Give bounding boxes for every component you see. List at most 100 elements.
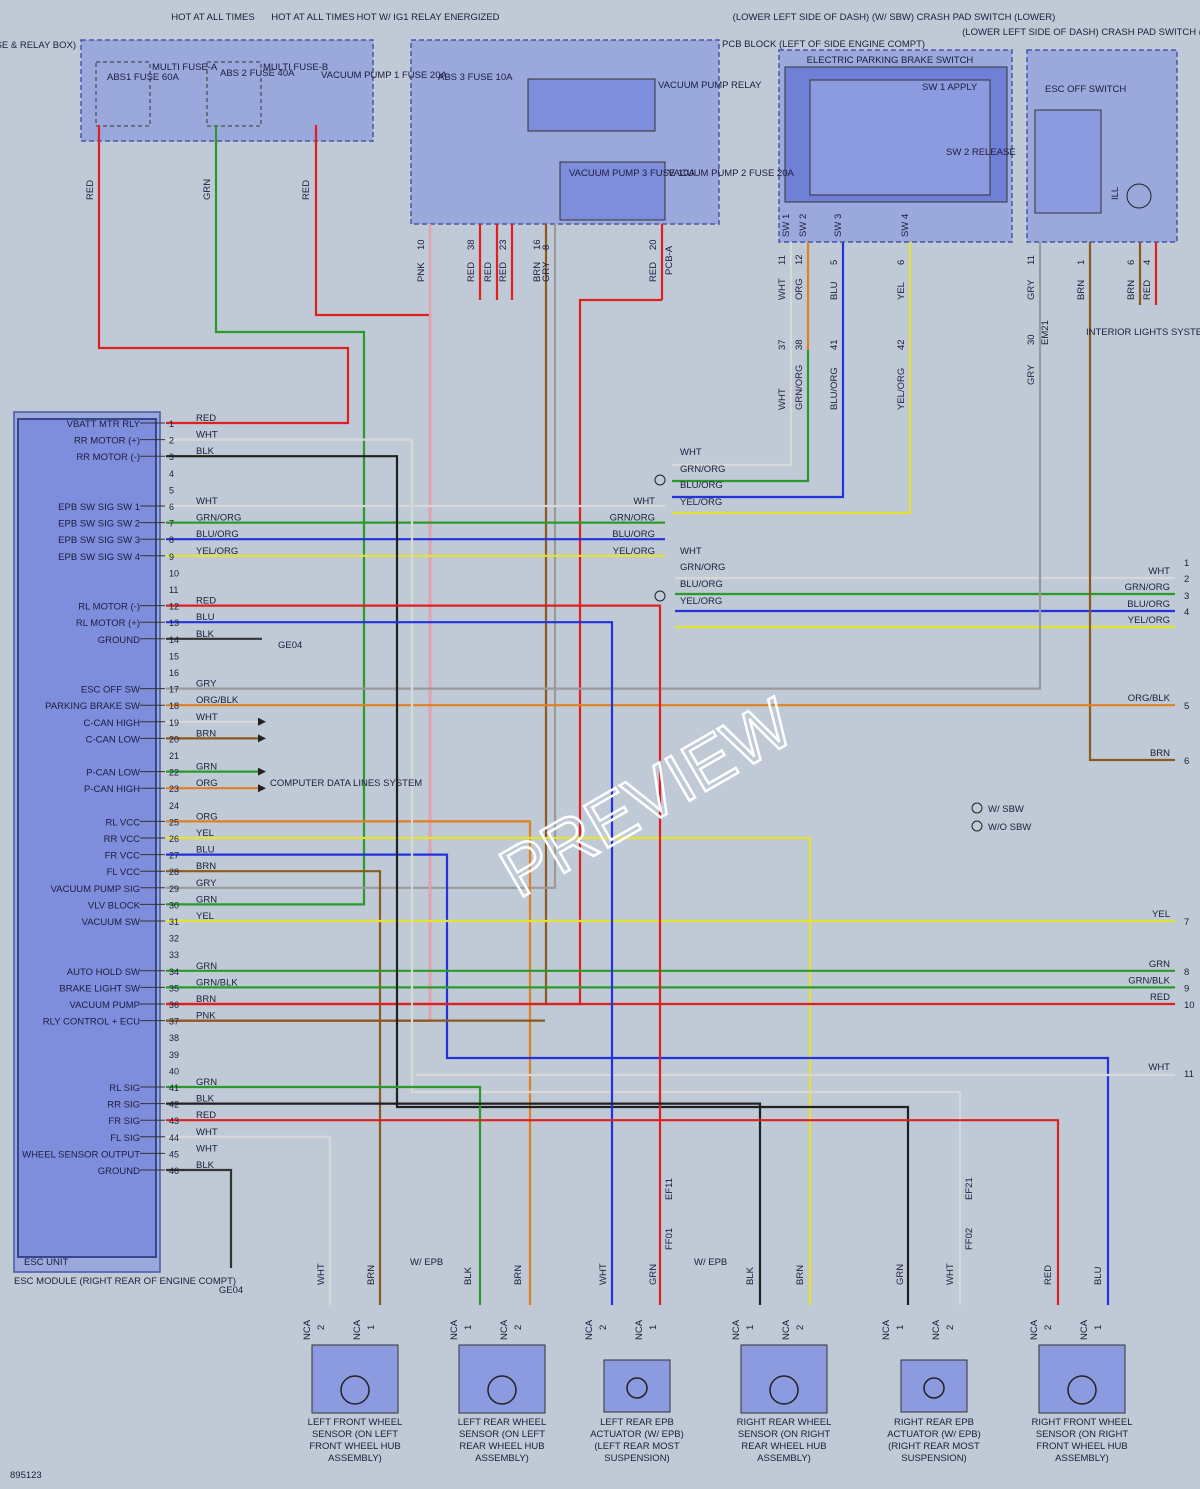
esc-pin-label-46: GROUND xyxy=(98,1166,140,1177)
esc-pin-label-25: RL VCC xyxy=(106,817,141,828)
wire-pcb-gry-29 xyxy=(166,300,557,889)
motor-icon-4 xyxy=(923,1377,945,1399)
esc-pin-label-44: FL SIG xyxy=(110,1133,140,1144)
er-block-label: E/R JUNCTION BLOCK (IN ENGINE ROOM FUSE … xyxy=(0,40,76,51)
esc-pin-wire-36: BRN xyxy=(196,994,216,1005)
escoff-pin-num-3: 4 xyxy=(1142,260,1153,265)
escoff-connector: EM21 xyxy=(1040,320,1051,345)
pcb-pin-wire-6: RED xyxy=(648,262,659,282)
legend-marker-1 xyxy=(971,802,983,814)
pcb-pin-num-1: 38 xyxy=(466,239,477,250)
wire-epb-sw2 xyxy=(672,350,810,483)
component-box-3 xyxy=(740,1344,828,1414)
component-pin-4-1: 2 xyxy=(945,1325,956,1330)
abs3-fuse-label: ABS 3 FUSE 10A xyxy=(438,72,513,83)
wire-fr-sig xyxy=(166,1119,1060,1305)
fuse-vacuum-pump-1: VACUUM PUMP 1 FUSE 20A xyxy=(321,70,447,81)
sw2-release-label: SW 2 RELEASE xyxy=(946,147,1016,158)
component-wire-2-0: WHT xyxy=(598,1263,609,1285)
wire-pcb-red-35 xyxy=(166,298,662,1006)
group-2-marker xyxy=(654,590,666,602)
multi-fuse-b-box xyxy=(206,61,262,127)
esc-pin-num-17: 17 xyxy=(169,685,179,695)
esc-pin-wire-14: BLK xyxy=(196,629,215,640)
can-arrow-22 xyxy=(258,767,266,776)
esc-pin-wire-7: GRN/ORG xyxy=(196,513,241,524)
wire-epb-sw3 xyxy=(672,350,845,499)
component-wire-1-1: BRN xyxy=(513,1265,524,1285)
vacuum-pump-fuse-box xyxy=(559,161,666,221)
esc-pin-wire-12: RED xyxy=(196,596,216,607)
esc-pin-num-10: 10 xyxy=(169,568,179,578)
right-out-num-7: 7 xyxy=(1184,917,1189,928)
epb-sig-right-label-1: GRN/ORG xyxy=(610,513,655,524)
right-out-wire-10: RED xyxy=(1150,992,1170,1003)
epb-lower-wire-0: WHT xyxy=(777,388,788,410)
component-nca-4-0: NCA xyxy=(881,1319,892,1340)
epb-terminal-0: SW 1 xyxy=(781,214,792,237)
esc-pin-num-14: 14 xyxy=(169,635,179,645)
wire-abs1-red xyxy=(97,125,350,425)
group1-wire-2: BLU/ORG xyxy=(680,480,723,491)
component-pin-4-0: 1 xyxy=(895,1325,906,1330)
wire-fl-vcc xyxy=(166,870,382,1305)
wire-rl-vcc xyxy=(166,820,532,1305)
right-out-num-9: 9 xyxy=(1184,983,1189,994)
epb-pin-wire-2: BLU xyxy=(829,281,840,300)
esc-pin-num-18: 18 xyxy=(169,701,179,711)
esc-pin-num-33: 33 xyxy=(169,950,179,960)
pcb-pin-num-6: 20 xyxy=(648,239,659,250)
epb-pin-wire-3: YEL xyxy=(896,282,907,300)
component-box-1 xyxy=(458,1344,546,1414)
right-out-wire-9: GRN/BLK xyxy=(1128,975,1170,986)
component-box-5 xyxy=(1038,1344,1126,1414)
group2-wire-1: GRN/ORG xyxy=(680,562,725,573)
w-epb-label-2: W/ EPB xyxy=(694,1257,727,1268)
esc-pin-wire-26: YEL xyxy=(196,828,214,839)
motor-icon-2 xyxy=(626,1377,648,1399)
esc-pin-wire-22: GRN xyxy=(196,762,217,773)
right-out-wire-6: BRN xyxy=(1150,748,1170,759)
esc-pin-label-13: RL MOTOR (+) xyxy=(76,618,140,629)
label-vp1-wire: RED xyxy=(301,180,312,200)
esc-pin-label-22: P-CAN LOW xyxy=(86,768,140,779)
esc-pin-num-32: 32 xyxy=(169,934,179,944)
pcb-pin-wire-5: GRY xyxy=(541,261,552,282)
esc-pin-num-13: 13 xyxy=(169,618,179,628)
esc-pin-label-37: RLY CONTROL + ECU xyxy=(43,1017,140,1028)
wire-rr-sig xyxy=(166,1102,762,1305)
component-wire-0-0: WHT xyxy=(316,1263,327,1285)
esc-pin-num-11: 11 xyxy=(169,585,178,595)
ground-ref-ge04: GE04 xyxy=(278,640,302,651)
wire-esc-off-sw xyxy=(166,305,1042,690)
esc-pin-wire-17: GRY xyxy=(196,679,217,690)
esc-pin-label-35: BRAKE LIGHT SW xyxy=(59,983,140,994)
esc-pin-label-30: VLV BLOCK xyxy=(88,900,141,911)
esc-pin-wire-8: BLU/ORG xyxy=(196,529,239,540)
esc-pin-num-23: 23 xyxy=(169,784,179,794)
component-pin-2-1: 1 xyxy=(648,1325,659,1330)
esc-pin-wire-25: ORG xyxy=(196,811,218,822)
hot-label-1: HOT AT ALL TIMES xyxy=(171,12,254,23)
esc-pin-wire-20: BRN xyxy=(196,728,216,739)
esc-pin-num-44: 44 xyxy=(169,1133,179,1143)
esc-pin-num-9: 9 xyxy=(169,552,174,562)
esc-pin-num-42: 42 xyxy=(169,1100,179,1110)
escoff-lower-wire: GRY xyxy=(1026,364,1037,385)
esc-pin-label-20: C-CAN LOW xyxy=(86,734,140,745)
wire-fr-vcc xyxy=(166,853,1110,1305)
wire-ground-46 xyxy=(166,1168,233,1268)
esc-pin-label-19: C-CAN HIGH xyxy=(84,718,141,729)
pcb-pin-wire-3: RED xyxy=(498,262,509,282)
esc-pin-num-8: 8 xyxy=(169,535,174,545)
esc-pin-num-40: 40 xyxy=(169,1066,179,1076)
esc-pin-num-15: 15 xyxy=(169,651,179,661)
component-nca-3-0: NCA xyxy=(731,1319,742,1340)
esc-pin-num-28: 28 xyxy=(169,867,179,877)
esc-pin-num-35: 35 xyxy=(169,983,179,993)
epb-terminal-3: SW 4 xyxy=(900,214,911,237)
fuse-abs1: ABS1 FUSE 60A xyxy=(107,72,179,83)
esc-pin-num-36: 36 xyxy=(169,1000,179,1010)
